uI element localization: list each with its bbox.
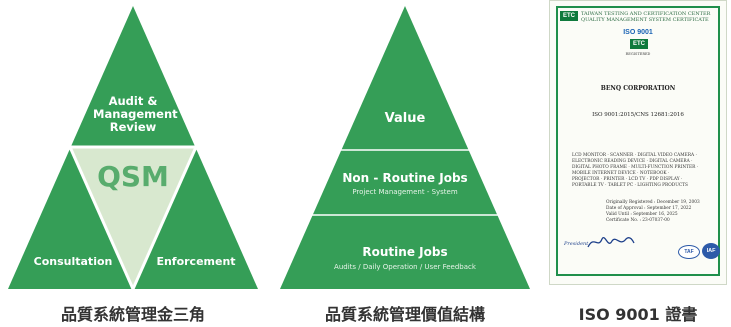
qsm-label: QSM [97,160,169,193]
signature-icon [587,237,635,248]
certificate-dates: Originally Registered : December 19, 200… [606,200,700,223]
consultation-label: Consultation [33,255,113,268]
value-structure-caption: 品質系統管理價值結構 [324,305,485,324]
certificate-issuer: TAIWAN TESTING AND CERTIFICATION CENTER … [581,11,711,23]
etc-logo-icon: ETC [560,11,578,21]
etc-center-logo-icon: ETC [630,39,648,49]
routine-jobs-title: Routine Jobs [362,245,448,259]
audit-management-review-label: Audit & Management Review [93,94,178,134]
qsm-triangle-graphic [8,6,258,289]
non-routine-jobs-subtitle: Project Management - System [352,188,458,196]
enforcement-label: Enforcement [156,255,236,268]
iaf-badge-icon: IAF [702,243,720,259]
value-structure-triangle-graphic [280,6,530,289]
routine-jobs-subtitle: Audits / Daily Operation / User Feedback [334,263,476,271]
certificate-scope: LCD MONITOR · SCANNER · DIGITAL VIDEO CA… [572,153,699,188]
certificate-registered: REGISTERED [625,52,651,56]
certificate-company: BENQ CORPORATION [600,85,676,92]
iso-certificate-caption: ISO 9001 證書 [578,305,698,324]
signer-label: President [564,241,589,247]
value-label: Value [384,111,426,126]
qsm-triangle-caption: 品質系統管理金三角 [60,305,205,324]
certificate-standard-line: ISO 9001:2015/CNS 12681:2016 [592,112,684,118]
certificate-standard-title: ISO 9001 [623,29,653,36]
iso-9001-certificate-image: ETC TAIWAN TESTING AND CERTIFICATION CEN… [549,0,727,285]
taf-badge-icon: TAF [678,245,700,259]
non-routine-jobs-title: Non - Routine Jobs [342,171,468,185]
